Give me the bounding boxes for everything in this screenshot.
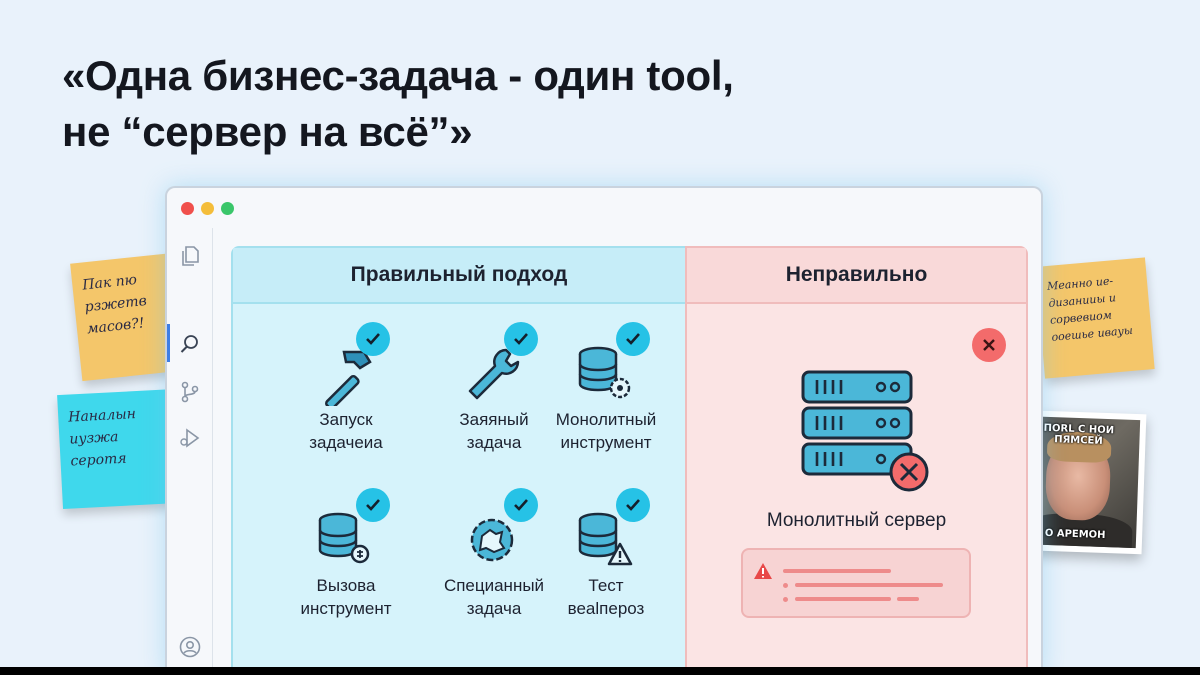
correct-approach-heading: Правильный подход (233, 248, 685, 304)
app-window: Правильный подход Запуск задачеиа (165, 186, 1043, 675)
slide-title: «Одна бизнес-задача - один tool, не “сер… (62, 48, 1062, 160)
error-alert-box (741, 548, 971, 618)
tool-label-line: Вызова (316, 576, 376, 595)
tool-label: Заяяный задача (419, 408, 569, 454)
tool-label-line: Запуск (319, 410, 373, 429)
monolith-server-label: Монолитный сервер (766, 510, 947, 531)
wrong-approach-heading: Неправильно (687, 248, 1026, 304)
minimize-window-button[interactable] (201, 202, 214, 215)
database-warning-icon (578, 512, 633, 566)
run-debug-icon[interactable] (178, 426, 202, 450)
check-icon (356, 488, 390, 522)
close-window-button[interactable] (181, 202, 194, 215)
tool-label: Специанный задача (419, 574, 569, 620)
check-icon (504, 488, 538, 522)
alert-text-line (795, 597, 891, 601)
tool-label-line: веаlпероз (567, 599, 645, 618)
tool-card[interactable]: Запуск задачеиа (271, 322, 421, 454)
search-icon[interactable] (178, 332, 202, 356)
database-bug-icon (318, 512, 370, 564)
correct-approach-panel: Правильный подход Запуск задачеиа (231, 246, 685, 675)
database-gear-icon (578, 346, 631, 399)
alert-text-line (783, 569, 891, 573)
wrench-icon (468, 348, 520, 400)
alert-text-line (897, 597, 919, 601)
tool-label-line: задачеиа (309, 433, 383, 452)
warning-icon (754, 563, 772, 579)
tool-label: Вызова инструмент (271, 574, 421, 620)
wrong-approach-panel: Неправильно Монолитный сервер (685, 246, 1028, 675)
tool-card[interactable]: Специанный задача (419, 488, 569, 620)
bottom-edge-bar (0, 667, 1200, 675)
sticky-note-right: Меанно ие- дизанииы и сорвевиом ооешье и… (1035, 257, 1155, 379)
tool-card[interactable]: Монолитный инструмент (531, 322, 681, 454)
alert-bullet (783, 583, 788, 588)
tool-card[interactable]: Заяяный задача (419, 322, 569, 454)
tool-label-line: инструмент (560, 433, 652, 452)
close-x-icon[interactable] (972, 328, 1006, 362)
check-icon (616, 322, 650, 356)
hammer-icon (325, 350, 372, 406)
tool-icon-wrap (296, 322, 396, 408)
tool-icon-wrap (444, 322, 544, 408)
sticky-note-line: серотя (70, 450, 127, 470)
tool-label: Монолитный инструмент (531, 408, 681, 454)
alert-bullet (783, 597, 788, 602)
monolith-server-icon (801, 370, 929, 492)
tool-label: Запуск задачеиа (271, 408, 421, 454)
tool-label-line: Специанный (443, 576, 545, 595)
tool-label-line: задача (466, 599, 522, 618)
slide-title-line-1: «Одна бизнес-задача - один tool, (62, 52, 734, 99)
tool-label-line: задача (466, 433, 522, 452)
tool-label-line: Монолитный (555, 410, 657, 429)
check-icon (616, 488, 650, 522)
tool-icon-wrap (444, 488, 544, 574)
tool-icon-wrap (556, 322, 656, 408)
tool-card[interactable]: Тест веаlпероз (531, 488, 681, 620)
tool-card[interactable]: Вызова инструмент (271, 488, 421, 620)
tool-label: Тест веаlпероз (531, 574, 681, 620)
puzzle-gear-icon (470, 518, 514, 562)
tool-label-line: инструмент (300, 599, 392, 618)
window-controls (181, 202, 234, 215)
account-icon[interactable] (178, 635, 202, 659)
slide-title-line-2: не “сервер на всё”» (62, 108, 473, 155)
sticky-note-bottom-left: Наналын иузжа серотя (57, 388, 181, 510)
activity-sidebar (167, 228, 213, 675)
check-icon (504, 322, 538, 356)
tool-label-line: Заяяный (459, 410, 529, 429)
files-icon[interactable] (178, 244, 202, 268)
check-icon (356, 322, 390, 356)
branch-icon[interactable] (178, 380, 202, 404)
active-item-indicator (167, 324, 170, 362)
maximize-window-button[interactable] (221, 202, 234, 215)
tool-label-line: Тест (588, 576, 624, 595)
tool-icon-wrap (556, 488, 656, 574)
tool-icon-wrap (296, 488, 396, 574)
alert-text-line (795, 583, 943, 587)
